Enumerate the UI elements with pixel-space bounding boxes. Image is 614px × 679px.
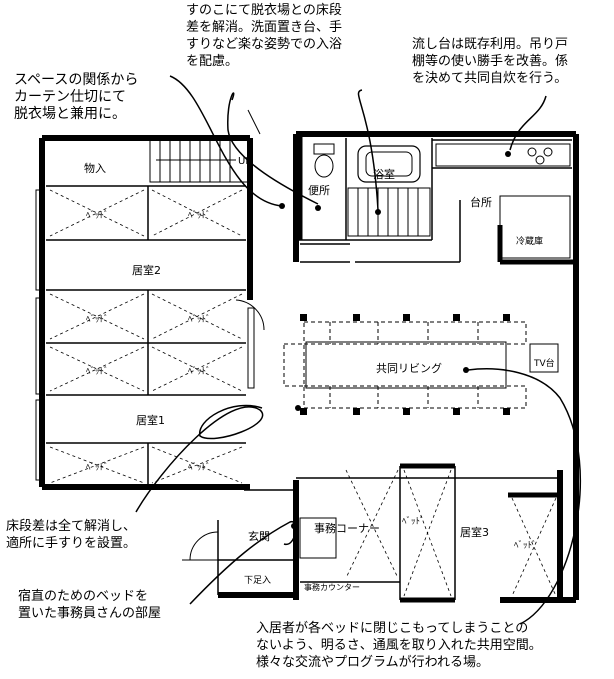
bed-label: ﾍﾞｯﾄﾞ <box>188 211 211 221</box>
bed-label: ﾍﾞｯﾄﾞ <box>86 211 109 221</box>
column-posts <box>300 314 510 415</box>
sunoko <box>347 187 431 237</box>
room-storage: 物入 <box>84 162 106 175</box>
room-1: 居室1 <box>136 414 165 427</box>
office-counter-label: 事務カウンター <box>304 583 360 592</box>
stove-burner-icon <box>543 147 553 157</box>
stairs <box>149 139 249 183</box>
stove-burner-icon <box>535 155 545 165</box>
room-kitchen: 台所 <box>470 196 492 209</box>
room-toilet: 便所 <box>308 184 330 197</box>
fridge-label: 冷蔵庫 <box>516 237 544 247</box>
annotation-office-room: 宿直のためのベッドを 置いた事務員さんの部屋 <box>18 589 162 621</box>
bed-label: ﾍﾞｯﾄﾞ <box>514 541 537 551</box>
bed-label: ﾍﾞｯﾄﾞ <box>86 463 109 473</box>
shoe-cabinet-label: 下足入 <box>244 576 272 586</box>
annotation-kitchen: 流し台は既存利用。吊り戸 棚等の使い勝手を改善。係 を決めて共同自炊を行う。 <box>412 37 569 86</box>
leader-dots <box>279 151 511 529</box>
room-2: 居室2 <box>132 264 161 277</box>
bed-label: ﾍﾞｯﾄﾞ <box>188 367 211 377</box>
left-windows <box>35 189 255 481</box>
room-bath: 浴室 <box>373 168 395 181</box>
leader-lines <box>135 75 581 625</box>
tv-stand <box>529 343 559 373</box>
tv-label: TV台 <box>534 359 555 369</box>
bed-label: ﾍﾞｯﾄﾞ <box>86 367 109 377</box>
bed-crosses <box>49 189 557 597</box>
bed-label: ﾍﾞｯﾄﾞ <box>86 315 109 325</box>
annotation-living: 入居者が各ベッドに閉じこもってしまうことの ないよう、明るさ、通風を取り入れた共… <box>256 621 542 670</box>
stair-up-label: UP <box>238 156 252 167</box>
room-office: 事務コーナー <box>314 522 380 535</box>
room-entrance: 玄関 <box>248 530 270 543</box>
living-table <box>305 341 507 389</box>
doors <box>182 109 337 561</box>
toilet-tank <box>313 143 335 155</box>
stove-burner-icon <box>527 147 537 157</box>
annotation-steps: 床段差は全て解消し、 適所に手すりを設置。 <box>6 519 137 551</box>
bed-label: ﾍﾞｯﾄﾞ <box>402 517 425 527</box>
annotation-bath: すのこにて脱衣場との床段 差を解消。洗面置き台、手 すりなど楽な姿勢での入浴 を… <box>186 3 343 69</box>
dining-tables <box>283 321 527 409</box>
bed-label: ﾍﾞｯﾄﾞ <box>188 315 211 325</box>
annotation-curtain: スペースの関係から カーテン仕切にて 脱衣場と兼用に。 <box>14 72 139 122</box>
partitions <box>46 138 572 600</box>
fridge-box <box>499 195 571 259</box>
room-3: 居室3 <box>460 526 489 539</box>
kitchen-counter <box>435 143 571 167</box>
toilet-bowl <box>314 154 334 178</box>
room-living: 共同リビング <box>376 362 442 375</box>
bathtub-inner <box>365 151 413 177</box>
bed-label: ﾍﾞｯﾄﾞ <box>188 463 211 473</box>
bathtub <box>357 145 421 183</box>
